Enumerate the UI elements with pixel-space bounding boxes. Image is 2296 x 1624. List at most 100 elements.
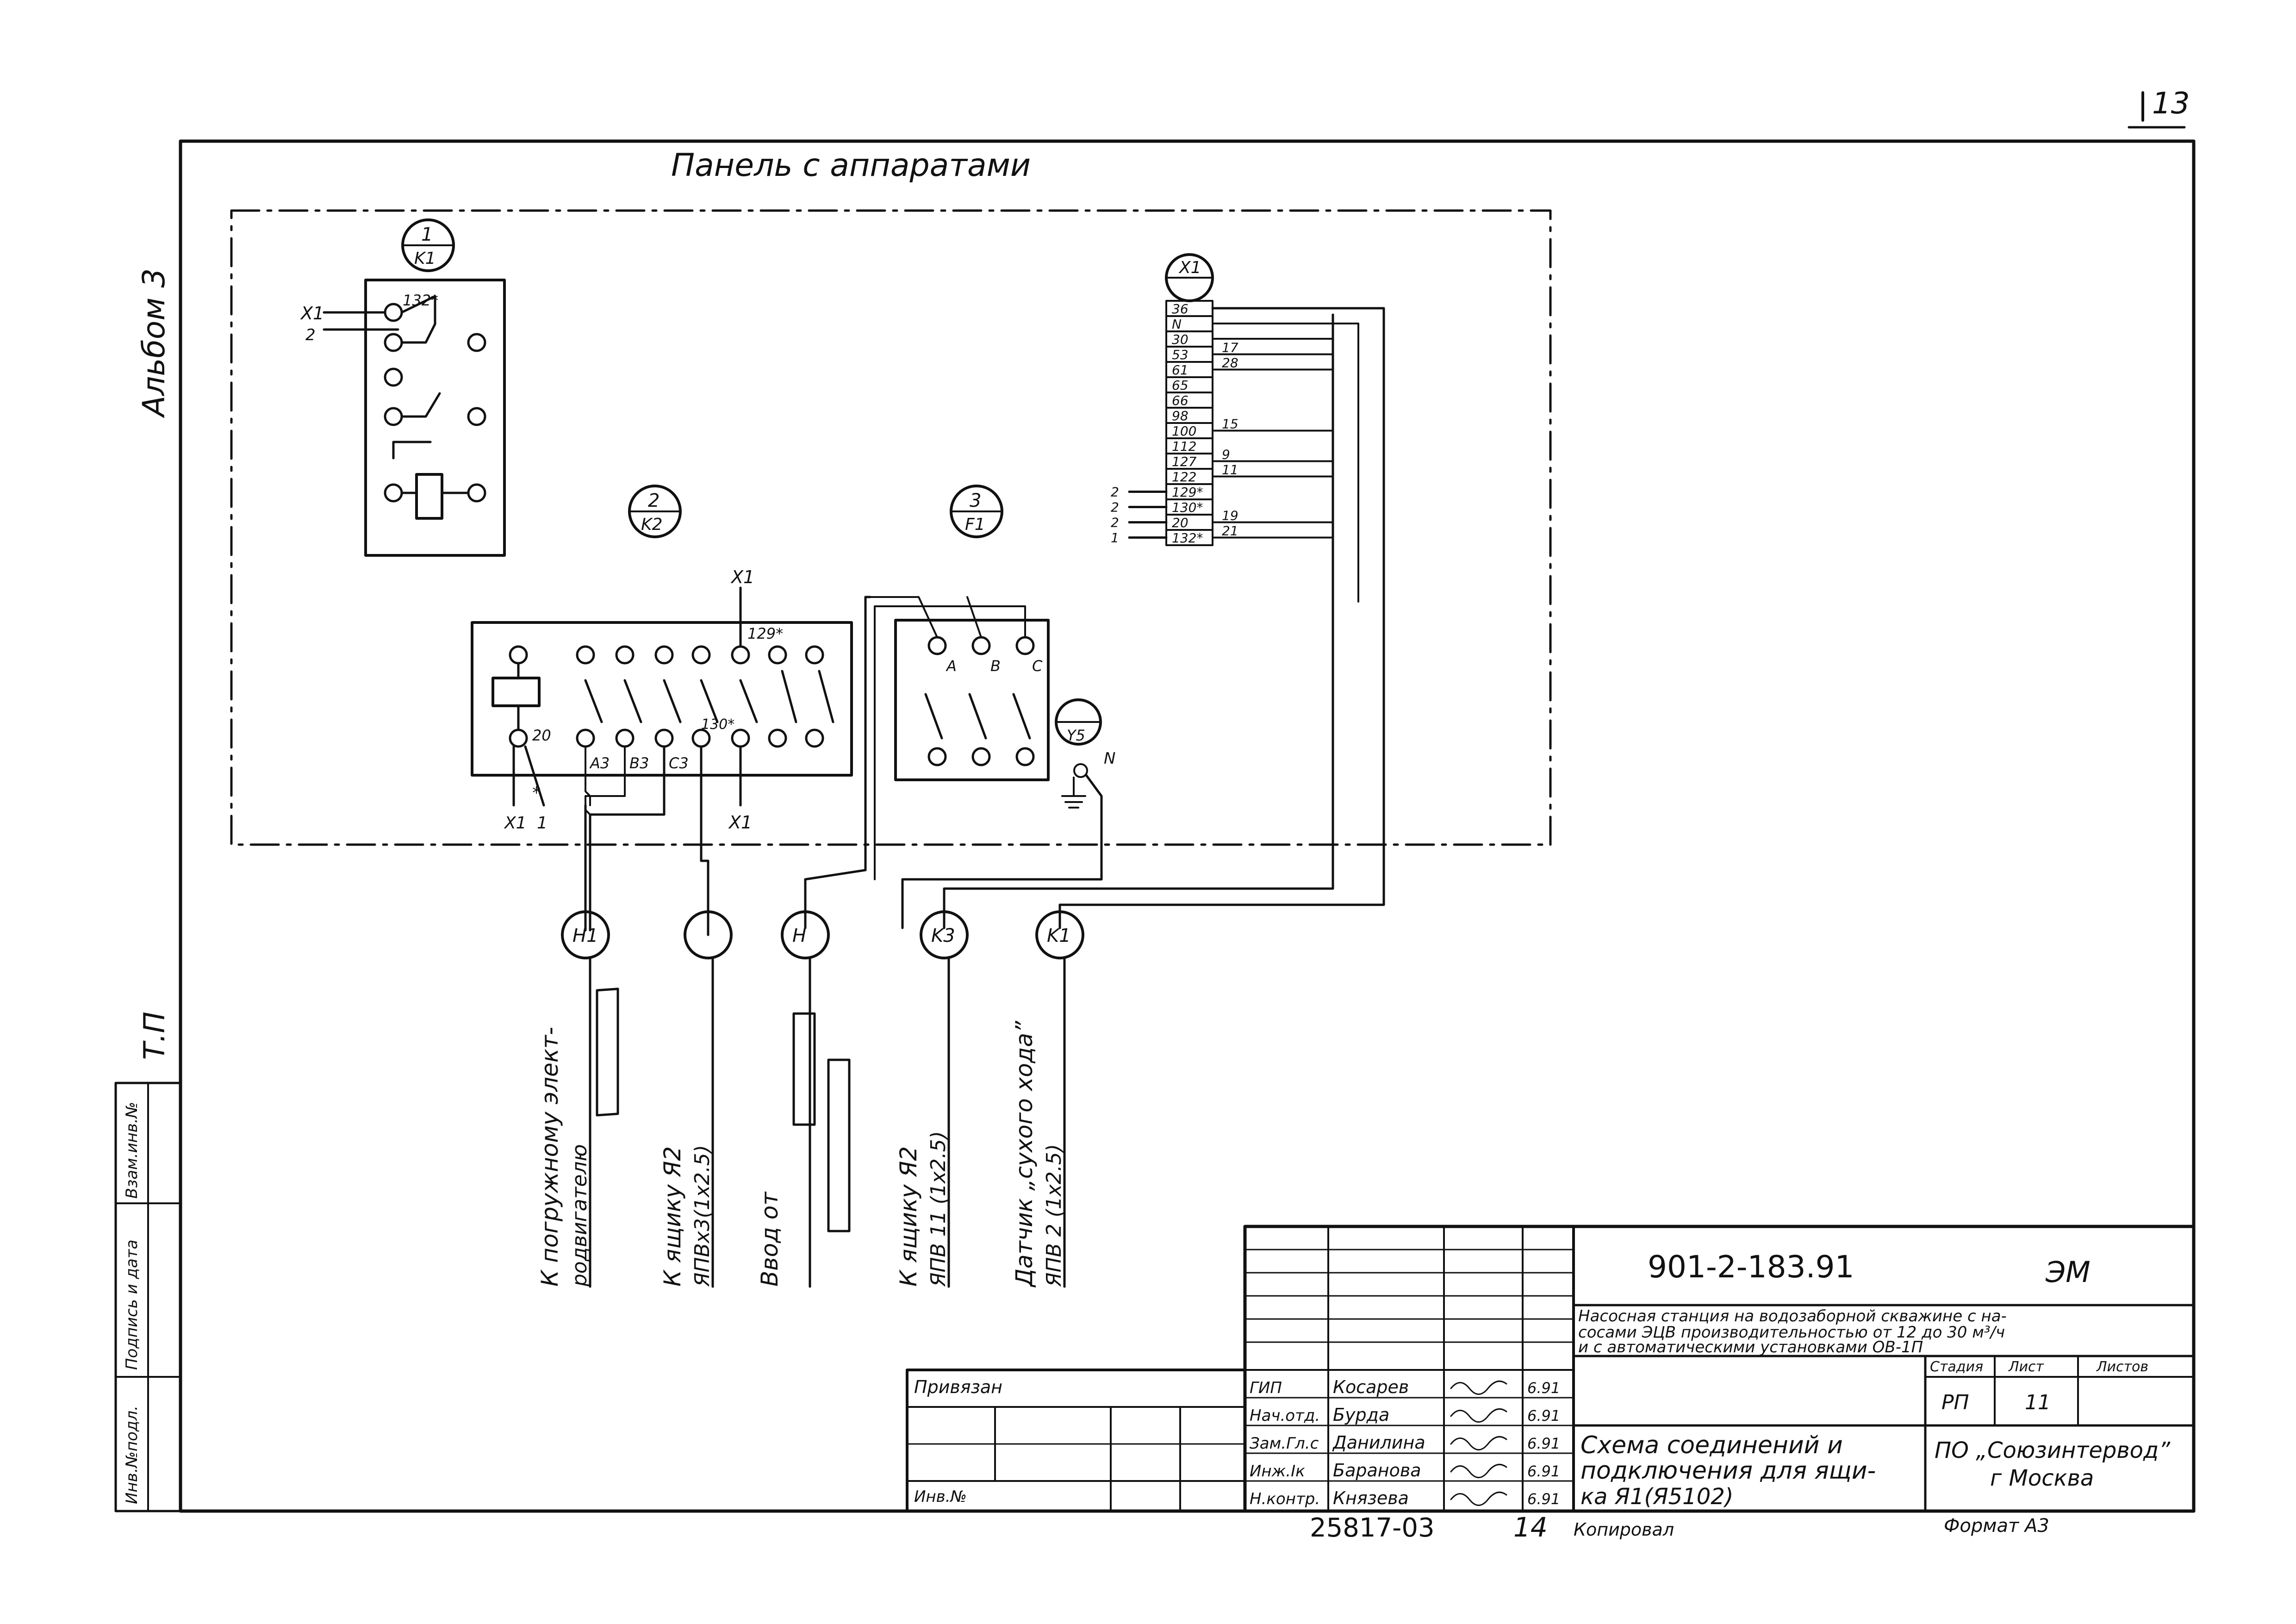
output-caption-1: К ящику Я2	[659, 1146, 686, 1287]
signature-mark	[1450, 1408, 1507, 1423]
stamp-sign-date: Подпись и дата	[123, 1239, 141, 1370]
tb-role: Зам.Гл.с	[1250, 1434, 1319, 1453]
tb-privyazan: Привязан	[914, 1377, 1002, 1397]
f1-code: F1	[965, 515, 985, 534]
tb-project-2: сосами ЭЦВ производительностью от 12 до …	[1578, 1323, 2005, 1342]
k2-a3: A3	[589, 754, 610, 772]
cable-gland	[596, 988, 619, 1117]
panel-title: Панель с аппаратами	[671, 147, 1031, 184]
tb-date: 6.91	[1527, 1407, 1560, 1425]
terminal-label: 98	[1172, 408, 1188, 423]
k2-x1-left: X1	[504, 814, 527, 833]
k2-t130: 130*	[701, 716, 734, 733]
output-wiring	[584, 313, 1385, 936]
tb-project-3: и с автоматическими установками ОВ-1П	[1578, 1338, 1923, 1356]
k2-wire-1: 1	[537, 814, 548, 833]
ground-symbol: N	[1061, 749, 1115, 881]
terminal-label: N	[1172, 317, 1182, 332]
x1-code: X1	[1178, 258, 1201, 277]
cable-gland	[827, 1058, 851, 1232]
cable-gland	[792, 1012, 816, 1126]
footer-archive-no: 25817-03	[1310, 1513, 1435, 1543]
tb-role: Инж.Iк	[1250, 1462, 1305, 1481]
tb-name: Бурда	[1333, 1405, 1389, 1425]
left-wire-label: 1	[1111, 530, 1119, 546]
tb-role: ГИП	[1250, 1379, 1282, 1397]
output-code: H	[792, 925, 806, 946]
terminal-label: 130*	[1172, 500, 1203, 515]
tb-doc-code: 901-2-183.91	[1648, 1249, 1854, 1285]
signature-mark	[1450, 1491, 1507, 1506]
k2-x1-bottom: X1	[728, 812, 752, 833]
terminal-label: 129*	[1172, 485, 1203, 500]
k1-x1-label: X1	[300, 303, 324, 324]
tb-date: 6.91	[1527, 1435, 1560, 1452]
device-k1: 1 K1 X1 2 132*	[300, 218, 506, 557]
output-caption-2: ЯПВх3(1х2.5)	[691, 1145, 714, 1287]
k2-num: 2	[648, 490, 660, 511]
output-caption-1: К погружному элект-	[536, 1027, 563, 1287]
output-caption-2: родвигателю	[568, 1144, 591, 1287]
f1-b: B	[990, 657, 1001, 675]
k2-code: K2	[641, 515, 663, 534]
output-caption-1: Ввод от	[756, 1191, 783, 1287]
output-feeders: H1 К погружному элект-родвигателю К ящику …	[536, 910, 1084, 1288]
footer-page: 14	[1513, 1512, 1548, 1543]
output-circle	[684, 910, 733, 959]
tb-org-2: г Москва	[1990, 1465, 2094, 1491]
tb-col-stage: Стадия	[1930, 1359, 1983, 1375]
output-feeder: H1 К погружному элект-родвигателю	[536, 910, 610, 1288]
left-wire-label: 2	[1111, 500, 1119, 515]
tb-name: Баранова	[1333, 1460, 1421, 1481]
bus-line	[1212, 323, 1359, 603]
tb-sheet: 11	[2025, 1391, 2051, 1414]
tb-org-1: ПО „Союзинтервод”	[1935, 1437, 2171, 1463]
margin-stamp: Инв.№подл. Подпись и дата Взам.инв.№	[114, 1082, 182, 1512]
terminal-label: 53	[1172, 347, 1188, 362]
k1-wire-2: 2	[305, 326, 316, 344]
device-f1: 3 F1 A B C	[869, 485, 1050, 781]
device-y5: Y5	[1055, 698, 1102, 746]
tb-col-sheets: Листов	[2096, 1359, 2148, 1375]
output-code: K1	[1047, 925, 1071, 946]
f1-a: A	[946, 657, 957, 675]
footer-copied: Копировал	[1574, 1519, 1674, 1540]
k2-star: *	[532, 784, 541, 803]
signature-mark	[1450, 1436, 1507, 1450]
terminal-block-x1: X1 36N305361656698100112127122129*130*20…	[1111, 253, 1385, 603]
k2-b3: B3	[629, 754, 649, 772]
tb-date: 6.91	[1527, 1379, 1560, 1397]
terminal-label: 132*	[1172, 530, 1203, 546]
output-circle	[781, 910, 830, 959]
output-caption-1: Датчик „сухого хода”	[1011, 1020, 1038, 1288]
ground-n: N	[1104, 749, 1115, 768]
tb-mark: ЭМ	[2045, 1255, 2091, 1289]
k1-num: 1	[421, 224, 433, 245]
terminal-label: 122	[1172, 469, 1196, 485]
terminal-label: 30	[1172, 332, 1188, 347]
tb-date: 6.91	[1527, 1462, 1560, 1480]
page-number: 13	[2152, 87, 2190, 121]
terminal-label: 61	[1172, 362, 1188, 378]
tb-role: Нач.отд.	[1250, 1406, 1320, 1425]
tb-stage: РП	[1941, 1391, 1969, 1414]
output-feeder: H Ввод от	[756, 910, 830, 1288]
panel-boundary	[230, 209, 1552, 846]
terminal-label: 66	[1172, 393, 1188, 408]
output-code: H1	[572, 925, 598, 946]
terminal-label: 100	[1172, 423, 1196, 439]
tb-name: Данилина	[1332, 1432, 1425, 1453]
output-circle	[920, 910, 969, 959]
terminal-label: 127	[1172, 454, 1197, 469]
left-wire-label: 2	[1111, 515, 1119, 530]
tb-name: Косарев	[1333, 1377, 1409, 1397]
signature-mark	[1450, 1463, 1507, 1478]
footer-format: Формат А3	[1944, 1515, 2049, 1537]
output-circle	[561, 910, 610, 959]
wire-mark: 28	[1222, 355, 1238, 371]
k2-t20: 20	[532, 727, 551, 744]
k2-c3: C3	[669, 754, 689, 772]
tb-date: 6.91	[1527, 1490, 1560, 1508]
